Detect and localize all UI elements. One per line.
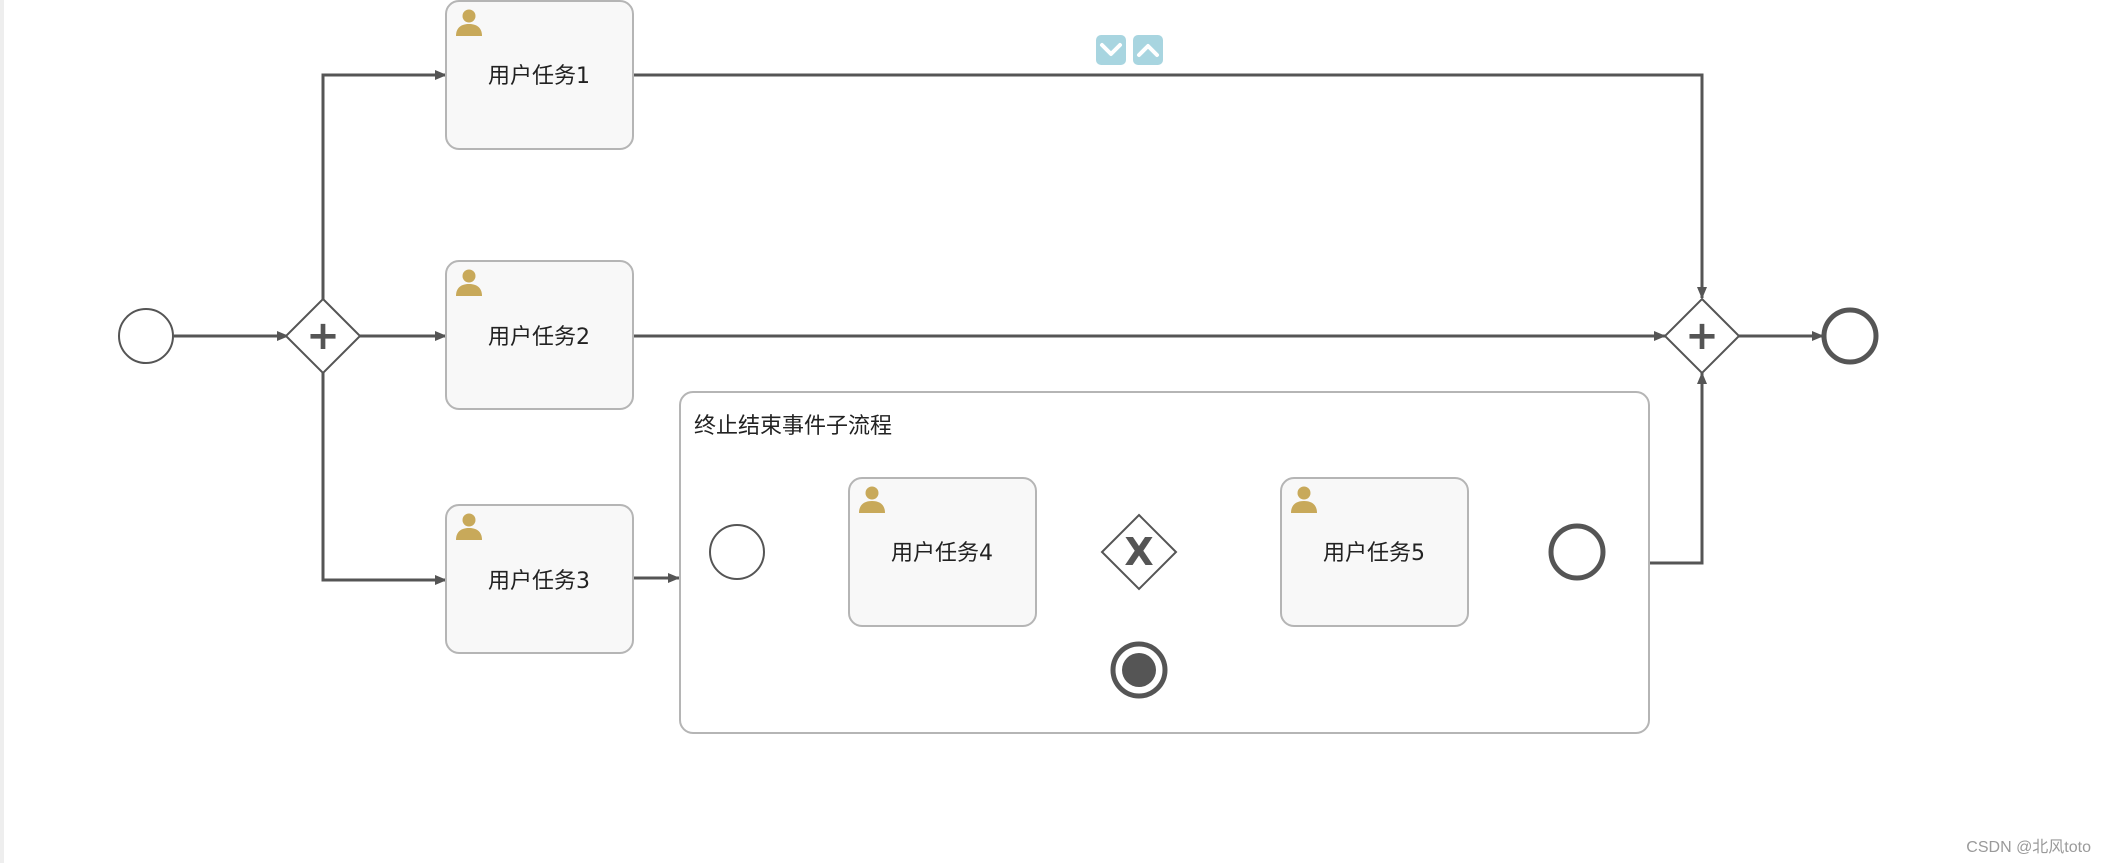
task-label: 用户任务4 bbox=[891, 541, 993, 566]
parallel-join-gateway[interactable]: + bbox=[1663, 297, 1741, 375]
start-event[interactable] bbox=[118, 308, 174, 364]
left-border-strip bbox=[0, 0, 4, 863]
task-label: 用户任务2 bbox=[488, 325, 590, 350]
watermark: CSDN @北风toto bbox=[1966, 839, 2091, 856]
end-event[interactable] bbox=[1821, 307, 1879, 365]
exclusive-gateway-symbol: X bbox=[1124, 530, 1153, 574]
user-task-2[interactable]: 用户任务2 bbox=[445, 260, 634, 410]
subprocess-end-event[interactable] bbox=[1548, 523, 1606, 581]
flow-task1-to-join bbox=[633, 73, 1707, 299]
chevron-up-icon bbox=[1137, 44, 1159, 57]
expand-button[interactable] bbox=[1133, 35, 1163, 65]
flow-subprocess-to-join bbox=[1649, 372, 1707, 565]
user-task-4[interactable]: 用户任务4 bbox=[848, 477, 1037, 627]
task-label: 用户任务3 bbox=[488, 569, 590, 594]
task-label: 用户任务1 bbox=[488, 64, 590, 89]
flow-fork-to-task3 bbox=[321, 373, 447, 585]
flow-fork-to-task1 bbox=[321, 70, 447, 299]
task-label: 用户任务5 bbox=[1323, 541, 1425, 566]
user-task-3[interactable]: 用户任务3 bbox=[445, 504, 634, 654]
user-task-5[interactable]: 用户任务5 bbox=[1280, 477, 1469, 627]
fork-gateway-symbol: + bbox=[306, 313, 340, 359]
chevron-down-icon bbox=[1100, 43, 1122, 56]
join-gateway-symbol: + bbox=[1685, 313, 1719, 359]
collapse-button[interactable] bbox=[1096, 35, 1126, 65]
parallel-fork-gateway[interactable]: + bbox=[284, 297, 362, 375]
exclusive-gateway[interactable]: X bbox=[1100, 513, 1178, 591]
subprocess-start-event[interactable] bbox=[709, 524, 765, 580]
subprocess-label: 终止结束事件子流程 bbox=[694, 414, 892, 439]
user-task-1[interactable]: 用户任务1 bbox=[445, 0, 634, 150]
terminate-end-event[interactable] bbox=[1110, 641, 1168, 699]
